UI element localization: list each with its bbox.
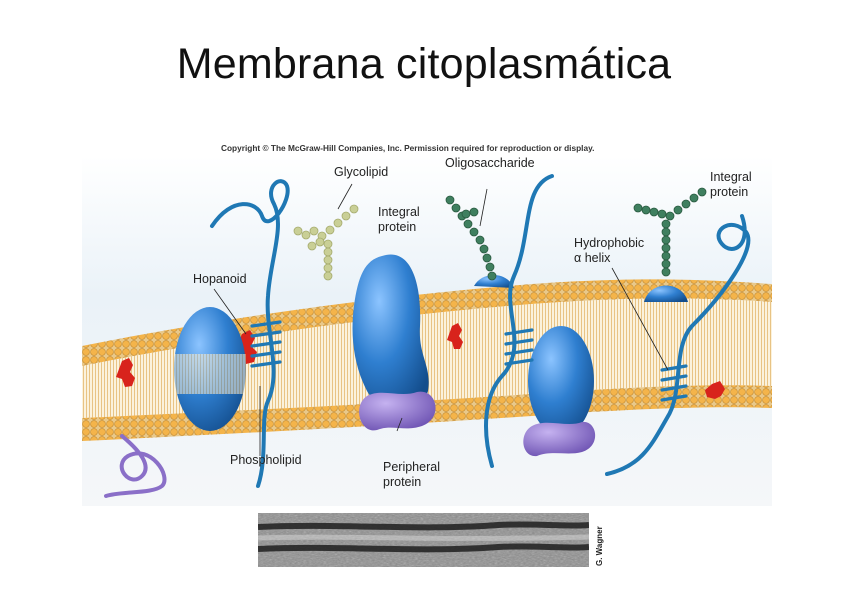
hopanoid-protein-strand: [210, 179, 290, 488]
hydrophobic-alpha-helix: [660, 364, 688, 402]
label-integral-protein-right: Integral protein: [710, 170, 752, 199]
label-glycolipid: Glycolipid: [334, 165, 389, 179]
copyright-notice: Copyright © The McGraw-Hill Companies, I…: [221, 143, 595, 153]
label-phospholipid: Phospholipid: [230, 453, 302, 467]
transmembrane-helix-left: [250, 320, 282, 368]
photo-credit: G. Wagner: [595, 526, 604, 566]
label-leader-lines: [213, 183, 669, 456]
label-hopanoid: Hopanoid: [193, 272, 247, 286]
membrane-diagram: [82, 156, 772, 506]
oligosaccharide-chain-left: [445, 195, 497, 281]
glycoprotein-bump-left: [474, 274, 514, 288]
label-hydrophobic-alpha-helix: Hydrophobic α helix: [574, 236, 645, 265]
label-integral-protein-center: Integral protein: [378, 205, 420, 234]
glycolipid-sugar-chain: [293, 204, 359, 281]
bilayer-overlay-left: [174, 354, 246, 394]
glycoprotein-bump-right: [644, 285, 688, 302]
integral-protein-right: [528, 326, 594, 436]
peripheral-protein-right: [523, 421, 596, 457]
integral-protein-center: [352, 254, 429, 410]
transmembrane-strand-center: [484, 174, 554, 468]
electron-micrograph: [258, 513, 589, 567]
slide-title: Membrana citoplasmática: [176, 40, 672, 88]
free-peripheral-strand: [104, 434, 167, 498]
oligosaccharide-chain-right: [633, 187, 707, 277]
label-peripheral-protein: Peripheral protein: [383, 460, 440, 489]
transmembrane-helix-center: [504, 328, 534, 366]
photo-credit-text: G. Wagner: [595, 526, 604, 566]
label-oligosaccharide: Oligosaccharide: [445, 156, 535, 170]
peripheral-protein-center: [359, 391, 436, 431]
integral-protein-strand-right: [605, 214, 751, 476]
